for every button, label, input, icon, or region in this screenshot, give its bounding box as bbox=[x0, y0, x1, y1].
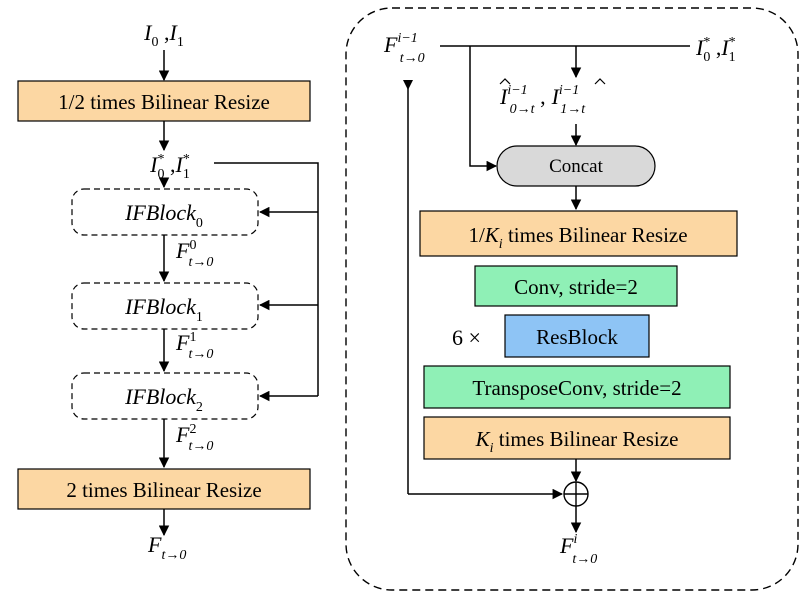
hat-mark-a bbox=[499, 78, 511, 85]
left-pipeline: I0 ,I1 1/2 times Bilinear Resize I*0 ,I*… bbox=[17, 20, 319, 563]
half-resize-label: 1/2 times Bilinear Resize bbox=[58, 90, 270, 114]
ifblock-0-box bbox=[71, 188, 259, 236]
ifblock-0-label: IFBlock0 bbox=[124, 200, 203, 231]
downsampled-frames-label: I*0 ,I*1 bbox=[149, 152, 190, 182]
conv-label: Conv, stride=2 bbox=[514, 275, 638, 299]
downscale-resize-box bbox=[419, 210, 738, 257]
upscale-resize-box bbox=[423, 416, 731, 460]
sum-node bbox=[563, 481, 589, 507]
ifblock-2-label: IFBlock2 bbox=[124, 384, 203, 415]
flow-to-concat-line bbox=[469, 46, 498, 172]
input-feedback-line bbox=[214, 162, 319, 396]
concat-label: Concat bbox=[549, 156, 604, 177]
output-flow-label: Ft→0 bbox=[147, 532, 186, 563]
resblock-label: ResBlock bbox=[536, 325, 618, 349]
conv-box bbox=[474, 265, 678, 307]
hat-mark-b bbox=[594, 78, 606, 85]
double-resize-box bbox=[17, 468, 311, 510]
ifblock-1-label: IFBlock1 bbox=[124, 294, 203, 325]
ifblock-detail-frame bbox=[345, 7, 799, 591]
repeat-count-label: 6 × bbox=[452, 325, 481, 350]
resblock-box bbox=[504, 314, 650, 358]
double-resize-label: 2 times Bilinear Resize bbox=[66, 478, 261, 502]
transpose-conv-box bbox=[423, 365, 731, 409]
downscale-resize-label: 1/Ki times Bilinear Resize bbox=[468, 223, 687, 252]
ifblock-1-box bbox=[71, 282, 259, 330]
ifblock-2-box bbox=[71, 372, 259, 420]
skip-connection-arrowhead-up bbox=[403, 80, 413, 90]
upscale-resize-label: Ki times Bilinear Resize bbox=[475, 427, 679, 456]
input-frames-label-right: I*0 ,I*1 bbox=[695, 35, 736, 65]
input-frames-label: I0 ,I1 bbox=[143, 20, 184, 50]
transpose-conv-label: TransposeConv, stride=2 bbox=[472, 376, 681, 400]
